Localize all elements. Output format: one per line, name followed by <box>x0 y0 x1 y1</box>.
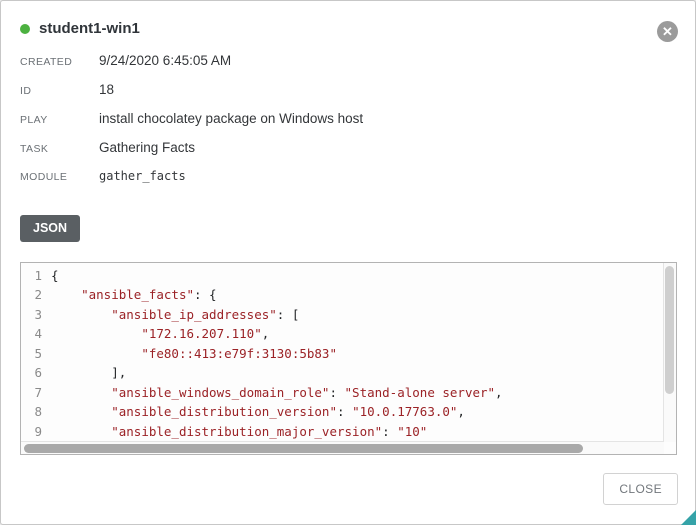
close-button[interactable]: CLOSE <box>603 473 678 505</box>
detail-value: 9/24/2020 6:45:05 AM <box>99 53 232 68</box>
modal-header: student1-win1 ✕ <box>1 1 695 43</box>
detail-row-created: CREATED 9/24/2020 6:45:05 AM <box>20 53 695 82</box>
horizontal-scrollbar[interactable] <box>21 440 664 454</box>
line-number: 4 <box>34 326 42 341</box>
line-number: 6 <box>34 365 42 380</box>
code-line: 6 ], <box>21 363 676 383</box>
corner-resize-artifact <box>681 510 696 525</box>
detail-value: Gathering Facts <box>99 140 196 155</box>
code-content: 1{ 2 "ansible_facts": { 3 "ansible_ip_ad… <box>21 263 676 442</box>
detail-label: CREATED <box>20 56 73 68</box>
vertical-scrollbar[interactable] <box>663 262 676 442</box>
horizontal-scrollbar-thumb[interactable] <box>24 443 584 453</box>
detail-row-task: TASK Gathering Facts <box>20 140 695 169</box>
line-number: 3 <box>34 306 42 322</box>
event-details-list: CREATED 9/24/2020 6:45:05 AM ID 18 PLAY … <box>20 53 695 198</box>
modal-title: student1-win1 <box>39 20 140 37</box>
code-line: 1{ <box>21 266 676 286</box>
code-text: "172.16.207.110", <box>141 326 270 341</box>
detail-row-id: ID 18 <box>20 82 695 111</box>
detail-row-play: PLAY install chocolatey package on Windo… <box>20 111 695 140</box>
code-text: "ansible_distribution_major_version": "1… <box>111 423 428 439</box>
line-number: 9 <box>34 423 42 439</box>
code-text: "ansible_ip_addresses": [ <box>111 306 300 322</box>
code-line: 5 "fe80::413:e79f:3130:5b83" <box>21 344 676 364</box>
line-number: 5 <box>34 345 42 361</box>
code-text: "fe80::413:e79f:3130:5b83" <box>141 345 337 361</box>
code-line: 3 "ansible_ip_addresses": [ <box>21 305 676 325</box>
line-number: 7 <box>34 384 42 400</box>
line-number: 2 <box>34 287 42 302</box>
code-text: ], <box>51 365 127 380</box>
json-code-viewer[interactable]: 1{ 2 "ansible_facts": { 3 "ansible_ip_ad… <box>20 261 677 455</box>
detail-value: 18 <box>99 82 115 97</box>
code-text: { <box>51 267 59 283</box>
line-number: 8 <box>34 404 42 419</box>
json-tab-button[interactable]: JSON <box>20 215 81 242</box>
detail-value: gather_facts <box>99 169 186 183</box>
detail-label: MODULE <box>20 171 68 183</box>
code-line: 4 "172.16.207.110", <box>21 324 676 344</box>
detail-value: install chocolatey package on Windows ho… <box>99 111 364 126</box>
code-line: 7 "ansible_windows_domain_role": "Stand-… <box>21 383 676 403</box>
detail-row-module: MODULE gather_facts <box>20 169 695 198</box>
detail-label: PLAY <box>20 114 48 126</box>
detail-label: TASK <box>20 143 49 155</box>
close-icon[interactable]: ✕ <box>657 21 678 42</box>
vertical-scrollbar-thumb[interactable] <box>665 265 674 395</box>
line-number: 1 <box>34 267 42 283</box>
code-line: 9 "ansible_distribution_major_version": … <box>21 422 676 442</box>
code-line: 2 "ansible_facts": { <box>21 285 676 305</box>
code-text: "ansible_distribution_version": "10.0.17… <box>111 404 465 419</box>
code-text: "ansible_windows_domain_role": "Stand-al… <box>111 384 503 400</box>
code-text: "ansible_facts": { <box>81 287 217 302</box>
host-status-ok-icon <box>20 23 30 34</box>
code-line: 8 "ansible_distribution_version": "10.0.… <box>21 402 676 422</box>
modal-footer: CLOSE <box>603 473 678 505</box>
detail-label: ID <box>20 85 32 97</box>
